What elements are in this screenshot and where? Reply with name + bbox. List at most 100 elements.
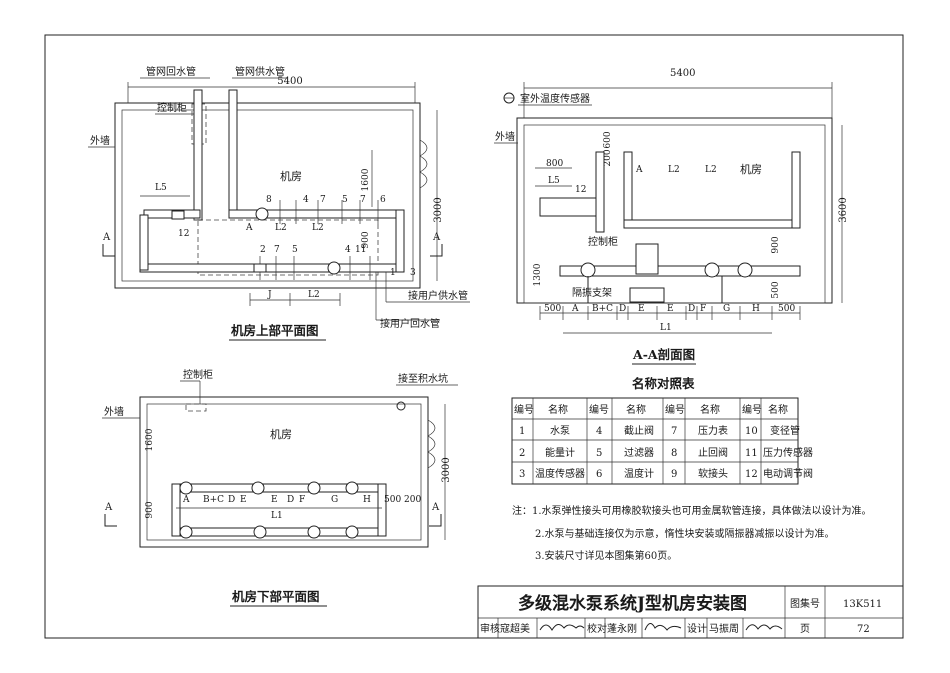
- check-label: 校对: [587, 622, 607, 635]
- lower-outer-wall: 外墙: [104, 405, 124, 418]
- upper-room-inner: [121, 109, 414, 282]
- lg-h5: 名称: [700, 403, 720, 416]
- page-label: 页: [800, 623, 810, 635]
- lg-h1: 名称: [548, 403, 568, 416]
- upper-dim-900: 900: [361, 231, 371, 248]
- section-room: 机房: [740, 162, 762, 176]
- sec-bd-8: G: [723, 304, 730, 314]
- section-L1: L1: [660, 323, 672, 333]
- upper-dim-width: 5400: [277, 76, 302, 87]
- section-n12: 12: [575, 185, 586, 195]
- lg-h6: 编号: [742, 403, 762, 416]
- section-dim-500: 500: [771, 281, 781, 298]
- upper-dim-height: 3000: [433, 197, 444, 222]
- section-dim-width: 5400: [670, 68, 695, 79]
- atlas-label: 图集号: [790, 597, 820, 610]
- upper-plan: 5400 3000 1600 900 管网回水管 管网供水管 控制柜 外墙 机房: [88, 65, 470, 341]
- lg-h3: 名称: [626, 403, 646, 416]
- upper-L2-b: L2: [312, 223, 324, 233]
- upper-room-wall: [114, 102, 421, 289]
- designer-signature: [745, 624, 783, 631]
- checker-signature: [644, 623, 682, 631]
- section-dim-800: 800: [546, 159, 563, 169]
- low-bd-6: F: [299, 495, 305, 505]
- lg-r1c1: 能量计: [545, 446, 575, 459]
- upper-supply-main-label: 管网供水管: [235, 65, 285, 78]
- lower-room: 机房: [270, 427, 292, 441]
- low-bd-2: D: [228, 495, 235, 505]
- lg-h0: 编号: [514, 403, 534, 416]
- lower-dim-200: 200: [404, 495, 421, 505]
- lg-r1c4: 8: [671, 448, 677, 459]
- section-outdoor-sensor: 室外温度传感器: [520, 92, 590, 105]
- upper-section-right: A: [432, 232, 441, 243]
- lg-r2c2: 6: [596, 469, 602, 480]
- upper-control-cabinet-label: 控制柜: [157, 101, 187, 114]
- sec-bd-0: 500: [544, 304, 561, 314]
- lower-dim-1600: 1600: [145, 428, 155, 451]
- upper-dim-1600: 1600: [361, 168, 371, 191]
- lg-r0c5: 压力表: [698, 424, 728, 437]
- lg-r1c3: 过滤器: [624, 446, 654, 459]
- upper-n7b: 7: [360, 195, 366, 205]
- upper-return-main-label: 管网回水管: [146, 65, 196, 78]
- atlas-no: 13K511: [843, 599, 882, 610]
- low-bd-7: G: [331, 495, 338, 505]
- sec-bd-10: 500: [778, 304, 795, 314]
- sec-bd-7: F: [700, 304, 706, 314]
- upper-to-user-supply: 接用户供水管: [408, 289, 468, 302]
- lg-r2c1: 温度传感器: [535, 467, 585, 480]
- lower-plan-title: 机房下部平面图: [232, 589, 320, 604]
- note-2: 2.水泵与基础连接仅为示意，惰性块安装或隔振器减振以设计为准。: [535, 527, 835, 540]
- lg-r2c3: 温度计: [624, 467, 654, 480]
- section-title: A-A剖面图: [632, 347, 695, 362]
- upper-n2: 2: [260, 245, 266, 255]
- upper-to-user-return: 接用户回水管: [380, 317, 440, 330]
- section-bracket: 隔振支架: [572, 286, 612, 299]
- section-dim-600: 600: [603, 131, 613, 148]
- upper-L5: L5: [155, 183, 167, 193]
- upper-L2-c: L2: [308, 290, 320, 300]
- upper-n7: 7: [320, 195, 326, 205]
- title-block: 多级混水泵系统J型机房安装图 图集号 13K511 审核 寇超美 校对 蓬永刚 …: [477, 585, 904, 639]
- lg-r0c4: 7: [671, 426, 677, 437]
- section-L2-b: L2: [705, 165, 717, 175]
- sec-bd-4: E: [638, 304, 645, 314]
- lg-r1c7: 压力传感器: [763, 446, 813, 459]
- upper-L2-a: L2: [275, 223, 287, 233]
- reviewer-name: 寇超美: [500, 622, 530, 635]
- lower-section-right: A: [431, 502, 440, 513]
- sec-bd-1: A: [571, 304, 579, 314]
- sec-bd-9: H: [752, 304, 760, 314]
- lg-r0c0: 1: [519, 426, 525, 437]
- lower-dim-500: 500: [384, 495, 401, 505]
- upper-section-left: A: [102, 232, 111, 243]
- low-bd-4: E: [271, 495, 278, 505]
- sec-bd-3: D: [619, 304, 626, 314]
- lg-r2c4: 9: [671, 469, 677, 480]
- lg-h4: 编号: [665, 403, 685, 416]
- lg-r0c1: 水泵: [550, 425, 570, 437]
- section-control-cabinet: 控制柜: [588, 235, 618, 248]
- legend-title: 名称对照表: [632, 376, 695, 391]
- section-view: 5400 室外温度传感器 外墙 机房 3600 900 500 600 200 …: [494, 68, 849, 365]
- upper-n5: 5: [342, 195, 348, 205]
- lg-r2c6: 12: [745, 469, 758, 480]
- lg-r0c7: 变径管: [770, 424, 800, 437]
- section-dim-1300: 1300: [533, 263, 543, 286]
- upper-n5b: 5: [292, 245, 298, 255]
- low-bd-8: H: [363, 495, 371, 505]
- upper-n4b: 4: [345, 245, 351, 255]
- sump-drain-icon: [396, 401, 406, 411]
- designer-name: 马振周: [709, 622, 739, 635]
- design-label: 设计: [687, 622, 707, 635]
- upper-n4: 4: [303, 195, 309, 205]
- lower-L1: L1: [271, 511, 283, 521]
- lower-section-left: A: [104, 502, 113, 513]
- lg-r2c5: 软接头: [698, 467, 728, 480]
- lg-r1c2: 5: [596, 448, 602, 459]
- upper-n3: 3: [410, 268, 416, 278]
- upper-J: J: [267, 290, 272, 300]
